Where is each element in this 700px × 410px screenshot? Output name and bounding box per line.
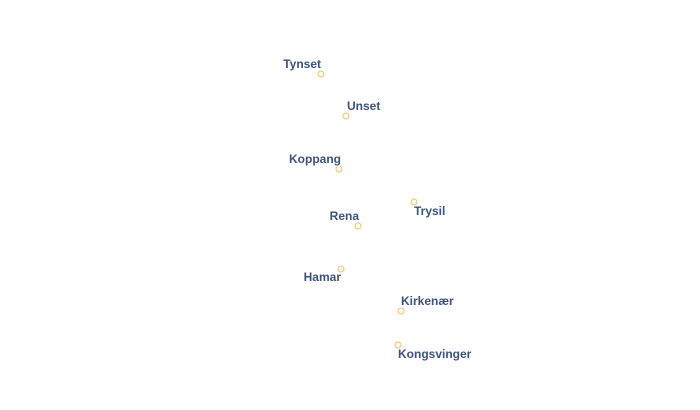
town-marker-icon <box>317 70 325 78</box>
place-label: Kongsvinger <box>398 347 472 361</box>
place-label: Tynset <box>283 57 321 71</box>
town-marker-icon <box>354 222 362 230</box>
place-label: Rena <box>329 209 359 223</box>
place-label: Unset <box>347 99 381 113</box>
town-marker-icon <box>397 307 405 315</box>
place-label: Hamar <box>303 270 341 284</box>
town-marker-icon <box>335 165 343 173</box>
town-marker-icon <box>342 112 350 120</box>
place-label: Koppang <box>289 152 341 166</box>
place-label: Trysil <box>414 204 446 218</box>
town-marker-icon <box>394 341 402 349</box>
town-marker-icon <box>337 265 345 273</box>
place-label: Kirkenær <box>401 294 454 308</box>
town-marker-icon <box>410 198 418 206</box>
